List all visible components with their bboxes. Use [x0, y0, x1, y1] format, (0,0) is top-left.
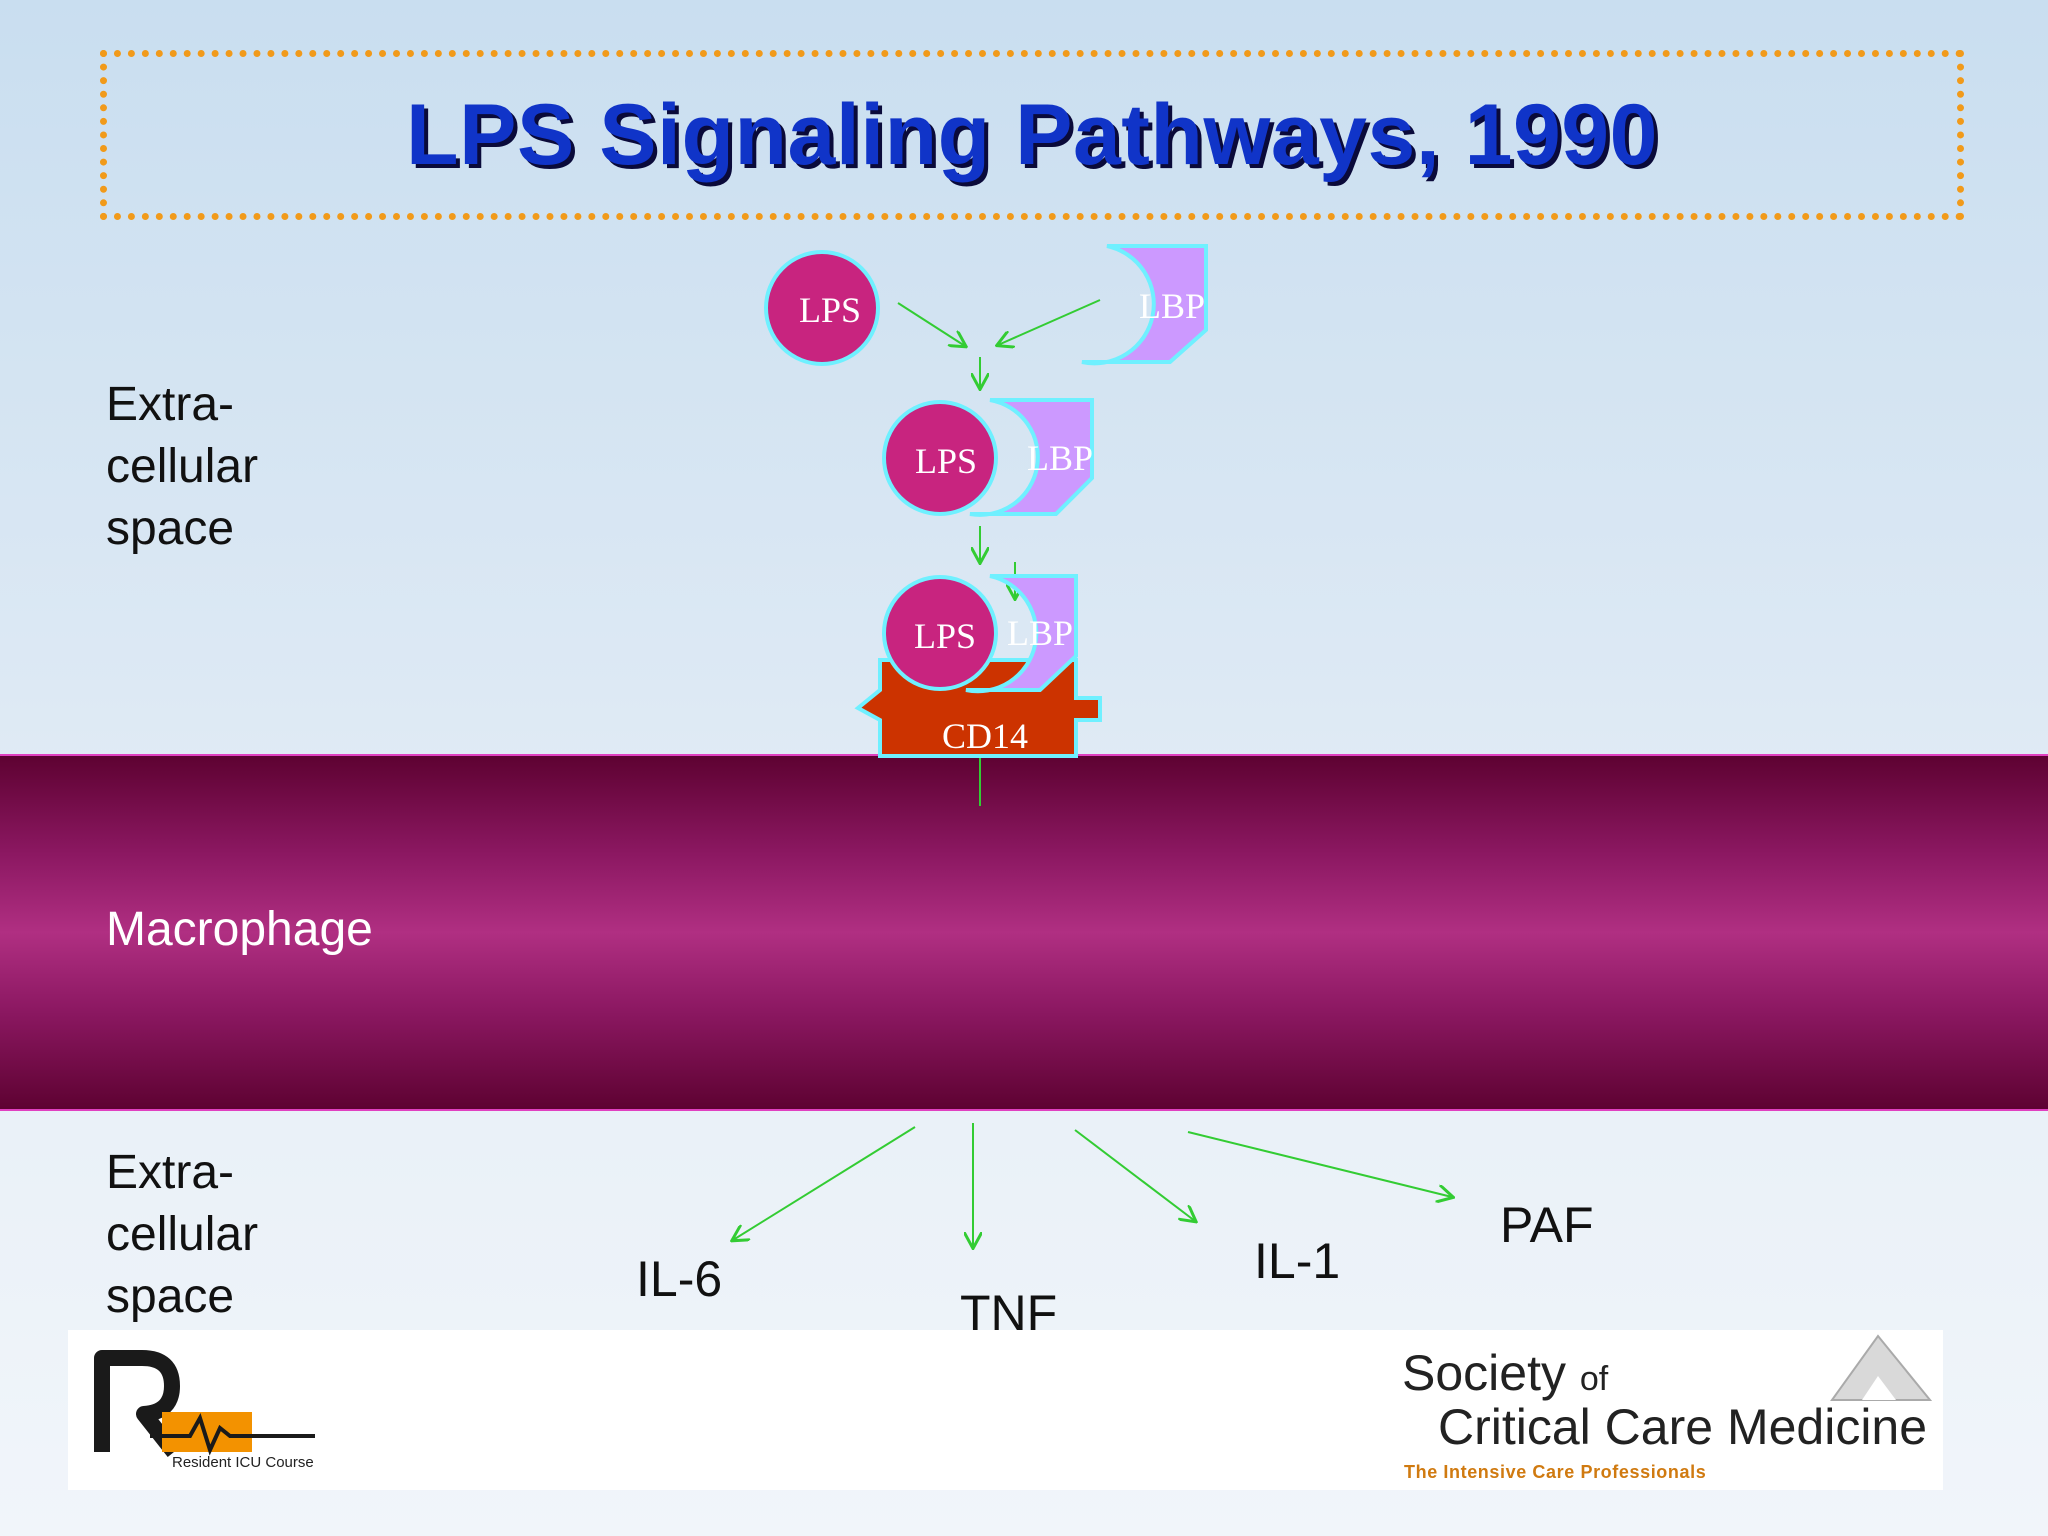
sccm-name: Critical Care Medicine [1438, 1399, 1928, 1455]
lps-lbp-cd14-complex: LPS LBP [882, 574, 1078, 694]
sccm-of: of [1579, 1360, 1609, 1398]
sccm-society-text: Society of [1402, 1344, 1608, 1402]
lbp-molecule-free: LBP [1081, 244, 1208, 366]
lps-lbp-complex: LPS LBP [882, 398, 1094, 517]
macrophage-label: Macrophage [106, 903, 373, 956]
il1-arrow [1074, 1129, 1195, 1221]
paf-label: PAF [1500, 1197, 1594, 1253]
lbp-label: LBP [1007, 613, 1073, 653]
lbp-binding-arrow [998, 299, 1101, 345]
page-title: LPS Signaling Pathways, 1990 [406, 86, 1658, 183]
il1-label: IL-1 [1254, 1233, 1341, 1289]
cd14-label: CD14 [942, 716, 1028, 756]
lps-label: LPS [915, 441, 977, 481]
ricu-subtitle: Resident ICU Course [172, 1454, 314, 1471]
lbp-label: LBP [1139, 286, 1205, 326]
extracellular-bottom-label-line3: space [106, 1270, 235, 1323]
lps-binding-arrow [897, 302, 965, 346]
extracellular-bottom-label-line2: cellular [106, 1208, 259, 1261]
extracellular-bottom-label-line1: Extra- [106, 1146, 235, 1199]
macrophage-membrane [0, 754, 2048, 1111]
sccm-society: Society [1402, 1345, 1566, 1401]
paf-arrow [1187, 1131, 1452, 1197]
sccm-logo [1830, 1334, 1933, 1401]
il6-arrow [733, 1126, 916, 1240]
extracellular-top-label-line3: space [106, 502, 235, 555]
extracellular-top-label-line1: Extra- [106, 378, 235, 431]
title-box: LPS Signaling Pathways, 1990 [100, 50, 1964, 220]
footer-band [68, 1330, 1943, 1490]
extracellular-top-label-line2: cellular [106, 440, 259, 493]
lps-molecule-free: LPS [764, 250, 880, 366]
lbp-label: LBP [1027, 438, 1093, 478]
sccm-tagline: The Intensive Care Professionals [1404, 1462, 1707, 1482]
il6-label: IL-6 [636, 1251, 723, 1307]
ricu-logo [94, 1350, 315, 1457]
lps-label: LPS [799, 290, 861, 330]
lps-label: LPS [914, 616, 976, 656]
